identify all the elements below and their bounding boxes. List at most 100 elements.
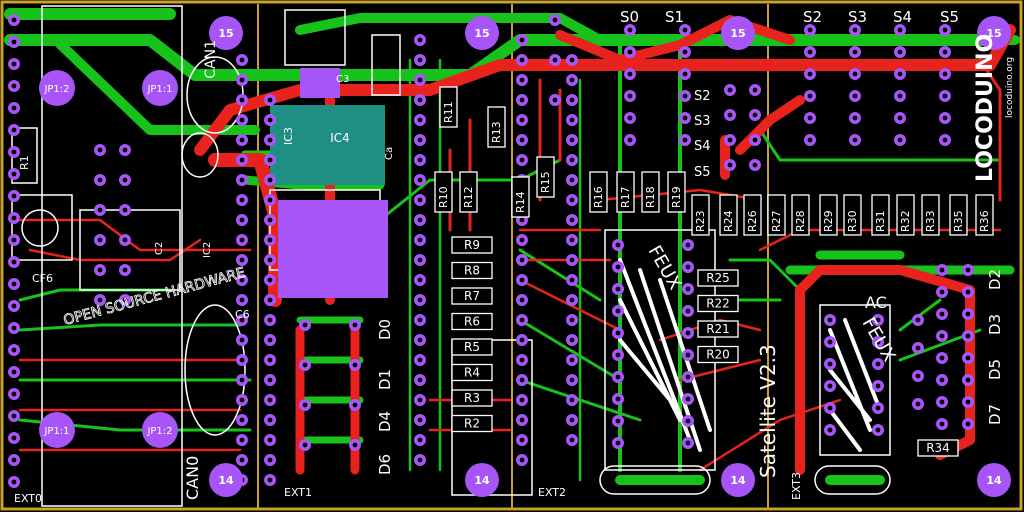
pad: [264, 314, 276, 326]
pad: [912, 314, 924, 326]
resistor: R8: [451, 261, 493, 280]
resistor-label: R7: [464, 289, 480, 303]
pad: [516, 294, 528, 306]
resistor-label: R17: [619, 186, 632, 208]
pad: [549, 94, 561, 106]
resistor: R35: [949, 194, 968, 236]
pad: [414, 434, 426, 446]
pad: [612, 327, 624, 339]
pad: [236, 354, 248, 366]
pad: [8, 80, 20, 92]
pad: [939, 46, 951, 58]
pad: [849, 46, 861, 58]
pad: [566, 174, 578, 186]
pad: [236, 94, 248, 106]
pad: [939, 112, 951, 124]
resistor-label: R15: [539, 171, 552, 193]
resistor: R26: [743, 194, 762, 236]
d3-label: D3: [986, 314, 1004, 335]
resistor-label: R6: [464, 315, 480, 329]
pad: [824, 424, 836, 436]
pad: [8, 322, 20, 334]
pad: [962, 374, 974, 386]
pad: [566, 54, 578, 66]
pad: [682, 239, 694, 251]
servo-s2-label: S2: [803, 8, 822, 26]
pad: [94, 204, 106, 216]
pad: [236, 234, 248, 246]
pad: [566, 294, 578, 306]
svg-text:14: 14: [986, 474, 1002, 487]
resistor-label: R5: [464, 340, 480, 354]
ext1-label: EXT1: [284, 486, 312, 499]
resistor: R22: [697, 294, 739, 313]
pad: [566, 394, 578, 406]
pad: [566, 254, 578, 266]
can0-label: CAN0: [183, 456, 202, 500]
resistor: R17: [616, 171, 635, 213]
pad: [8, 190, 20, 202]
brand-label: LOCODUINO: [973, 34, 998, 182]
pad: [939, 68, 951, 80]
pad: [264, 274, 276, 286]
pad: [516, 314, 528, 326]
pad: [349, 319, 361, 331]
resistor: R29: [819, 194, 838, 236]
pad: [236, 414, 248, 426]
pad: [624, 46, 636, 58]
pad: [912, 370, 924, 382]
svg-text:15: 15: [218, 27, 233, 40]
pad: [264, 114, 276, 126]
resistor-label: R27: [770, 210, 783, 232]
pad: [299, 319, 311, 331]
mount-hole: 15: [465, 16, 499, 50]
pad: [936, 396, 948, 408]
mount-hole: 15: [721, 16, 755, 50]
feux-diagonals: [618, 258, 882, 452]
pad: [549, 14, 561, 26]
pad: [516, 254, 528, 266]
pad: [566, 334, 578, 346]
pad: [264, 434, 276, 446]
pad: [936, 286, 948, 298]
svg-text:15: 15: [986, 27, 1001, 40]
pad: [414, 414, 426, 426]
pad: [414, 334, 426, 346]
pad: [962, 330, 974, 342]
resistor: R25: [697, 269, 739, 287]
brand-url-label: locoduino.org: [1005, 57, 1015, 118]
pad: [264, 454, 276, 466]
resistor: R14: [511, 176, 530, 218]
pad: [264, 254, 276, 266]
pad: [414, 234, 426, 246]
pad: [682, 437, 694, 449]
pad: [94, 144, 106, 156]
pad: [516, 334, 528, 346]
pad: [682, 415, 694, 427]
pad: [679, 90, 691, 102]
pad: [962, 264, 974, 276]
ext3-label: EXT3: [790, 472, 803, 500]
pad: [516, 434, 528, 446]
pad: [8, 476, 20, 488]
pad: [516, 234, 528, 246]
pad: [682, 305, 694, 317]
pad: [349, 439, 361, 451]
pad: [894, 68, 906, 80]
pad: [414, 374, 426, 386]
r1-label: R1: [18, 155, 31, 170]
pad: [8, 454, 20, 466]
pad: [516, 354, 528, 366]
pad: [236, 114, 248, 126]
pad: [8, 344, 20, 356]
pad: [8, 256, 20, 268]
resistor: R30: [843, 194, 862, 236]
pad: [936, 264, 948, 276]
pad: [414, 194, 426, 206]
d4-label: D4: [376, 411, 394, 432]
pad: [516, 114, 528, 126]
pad: [894, 46, 906, 58]
pad: [936, 308, 948, 320]
pad: [612, 349, 624, 361]
